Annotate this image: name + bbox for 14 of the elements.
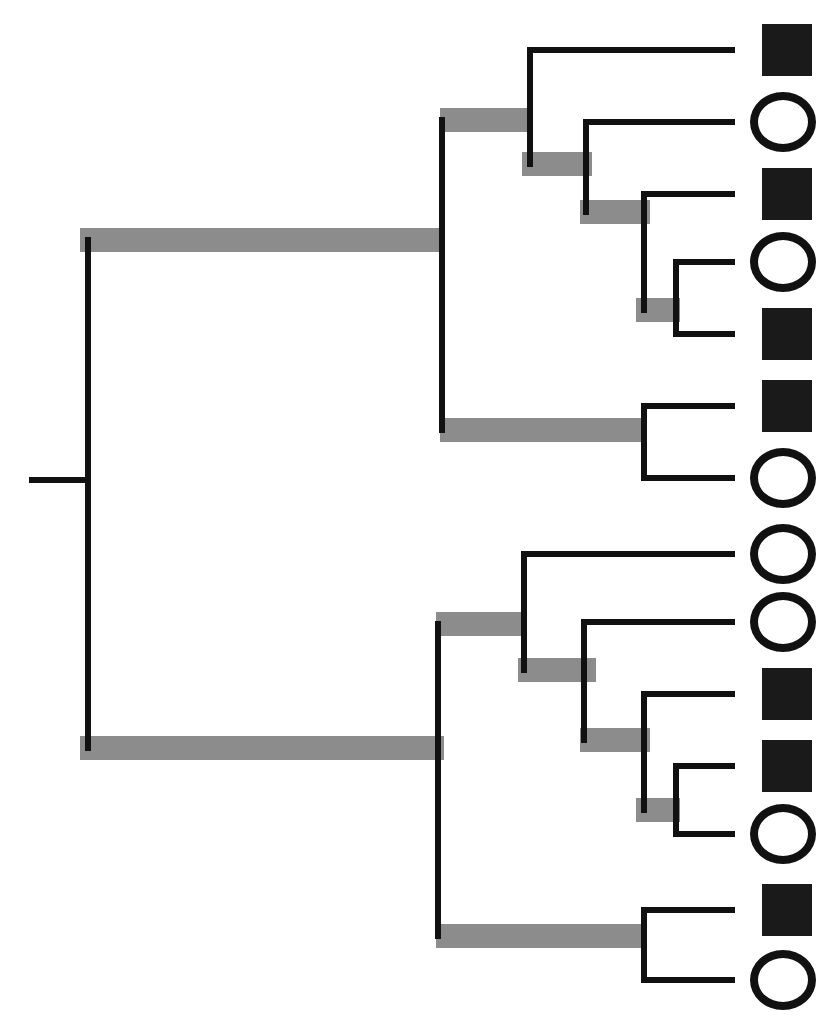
circle-marker	[750, 592, 816, 652]
square-marker	[762, 24, 812, 76]
square-marker	[762, 168, 812, 220]
circle-marker	[750, 524, 816, 584]
square-marker	[762, 668, 812, 720]
square-marker	[762, 380, 812, 432]
circle-marker	[750, 92, 816, 152]
square-marker	[762, 740, 812, 792]
circle-marker	[750, 448, 816, 508]
square-marker	[762, 308, 812, 360]
circle-marker	[750, 950, 816, 1010]
circle-marker	[750, 804, 816, 864]
square-marker	[762, 884, 812, 936]
circle-marker	[750, 232, 816, 292]
